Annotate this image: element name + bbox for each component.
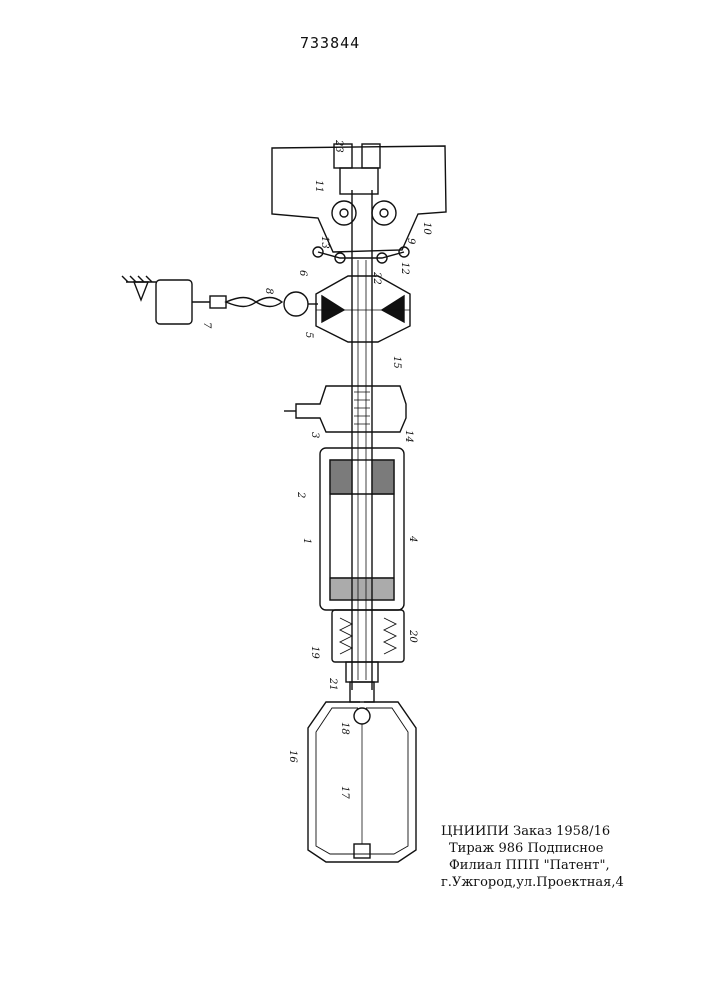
label-11: 11 [313,180,324,193]
label-20: 20 [407,629,418,643]
imprint-line-order: ЦНИИПИ Заказ 1958/16 [441,823,624,840]
label-23: 23 [333,139,344,153]
label-5: 5 [303,332,314,338]
label-15: 15 [391,356,402,369]
label-13: 13 [319,236,330,249]
shaft-flange [284,386,406,432]
label-6: 6 [297,270,308,277]
spring-housing [332,610,404,702]
imprint-line-circulation: Тираж 986 Подписное [441,840,624,857]
label-21: 21 [327,677,338,691]
central-rod [352,190,372,690]
label-14: 14 [403,430,414,443]
label-2: 2 [295,491,306,498]
label-10: 10 [421,222,432,235]
part-labels: 23 11 13 22 12 9 10 6 8 7 5 15 3 14 2 1 … [201,139,432,799]
label-12: 12 [399,262,410,275]
label-17: 17 [339,786,350,799]
main-cylinder [320,448,404,610]
label-9: 9 [405,238,416,245]
label-3: 3 [309,432,320,438]
lower-stirrup [308,702,416,862]
label-4: 4 [407,535,418,542]
label-18: 18 [339,722,350,735]
label-16: 16 [287,750,298,763]
imprint-line-address: г.Ужгород,ул.Проектная,4 [441,874,624,891]
label-7: 7 [201,322,212,329]
clamp-unit [316,276,410,342]
label-19: 19 [309,646,320,659]
label-22: 22 [371,271,382,285]
top-mount-block [272,144,446,263]
imprint-block: ЦНИИПИ Заказ 1958/16 Тираж 986 Подписное… [441,823,624,891]
label-8: 8 [263,288,274,294]
label-1: 1 [301,538,312,544]
imprint-line-branch: Филиал ППП "Патент", [441,857,624,874]
chain-and-weight [122,276,318,324]
